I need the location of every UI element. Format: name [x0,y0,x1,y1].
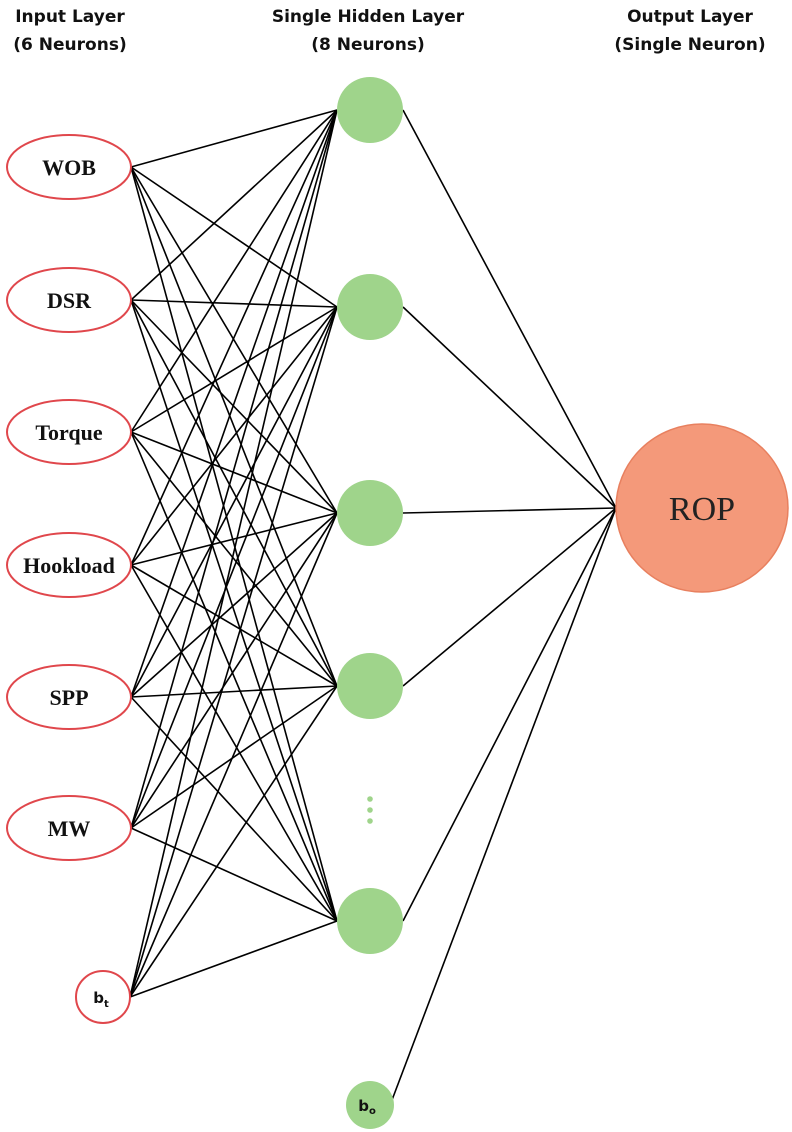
input-hidden-connection [130,306,338,829]
input-hidden-connection [130,299,338,514]
hidden-output-connection [402,507,617,687]
input-neuron-label: Hookload [23,553,115,578]
output-bias-shape [346,1081,394,1129]
input-neuron-spp: SPP [6,664,132,730]
input-hidden-connection [130,299,338,687]
input-hidden-connection [130,306,338,433]
input-hidden-connection [130,431,338,514]
input-hidden-connection [130,109,338,433]
output-layer-title: Output Layer [627,7,753,27]
input-layer-header: Input Layer (6 Neurons) [13,7,126,55]
input-neuron-label: SPP [49,685,88,710]
hidden-ellipsis [367,796,373,824]
input-neuron-shape [6,399,132,465]
hidden-output-connection [391,507,617,1101]
ellipsis-dot [367,807,373,813]
input-hidden-connection [129,512,338,998]
input-hidden-connection [130,166,338,922]
output-layer-count: (Single Neuron) [614,35,765,55]
input-hidden-connection [130,166,338,687]
input-hidden-connection [130,696,338,922]
hidden-neuron [337,888,403,954]
input-neuron-label: DSR [47,288,92,313]
input-neuron-torque: Torque [6,399,132,465]
hidden-output-connection [402,306,617,509]
input-hidden-connection [130,109,338,829]
input-hidden-connection [130,299,338,922]
ellipsis-dot [367,796,373,802]
input-hidden-connection [129,685,338,998]
input-hidden-connection [129,920,338,998]
input-neuron-dsr: DSR [6,267,132,333]
input-neuron-shape [6,664,132,730]
hidden-output-connection [402,109,617,509]
hidden-neuron [337,274,403,340]
input-hidden-connection [130,685,338,698]
input-hidden-connection [130,166,338,514]
input-neuron-mw: MW [6,795,132,861]
hidden-layer-title: Single Hidden Layer [272,7,465,27]
input-bias-shape [75,970,131,1024]
input-neuron-shape [6,134,132,200]
input-hidden-connection [129,109,338,998]
input-neuron-hookload: Hookload [6,532,132,598]
output-neuron-shape [615,423,789,593]
input-neuron-label: Torque [35,420,102,445]
input-hidden-connection [130,306,338,566]
input-neuron-shape [6,532,132,598]
output-bias-neuron: bo [346,1081,394,1129]
input-bias-subscript: t [104,999,109,1010]
output-layer-header: Output Layer (Single Neuron) [614,7,765,55]
input-hidden-connection [130,109,338,168]
input-hidden-connection [130,109,338,698]
input-hidden-connection [130,166,338,308]
input-hidden-connection [130,306,338,698]
hidden-layer-header: Single Hidden Layer (8 Neurons) [272,7,465,55]
input-neuron-label: MW [48,816,91,841]
hidden-neuron [337,653,403,719]
input-bias-neuron: bt [75,970,131,1024]
hidden-neuron [337,480,403,546]
output-neuron-rop: ROP [615,423,789,593]
input-hidden-connection [129,306,338,998]
hidden-neuron [337,77,403,143]
hidden-output-connection [402,507,617,514]
input-neuron-wob: WOB [6,134,132,200]
input-neuron-shape [6,795,132,861]
output-bias-letter: b [358,1097,369,1115]
hidden-output-connection [402,507,617,922]
input-hidden-connection [130,512,338,698]
input-hidden-connection [130,431,338,687]
input-neuron-label: WOB [42,155,96,180]
input-hidden-connection [130,512,338,829]
input-bias-letter: b [93,989,104,1007]
input-bias-label: bt [93,989,109,1010]
input-hidden-connection [130,109,338,566]
input-hidden-connection [130,109,338,301]
output-bias-label: bo [358,1097,376,1117]
output-neuron-label: ROP [669,491,735,528]
input-hidden-connection [130,564,338,687]
input-hidden-connection [130,299,338,308]
input-hidden-connection [130,512,338,566]
input-layer-count: (6 Neurons) [13,35,126,55]
hidden-layer-count: (8 Neurons) [311,35,424,55]
input-layer-title: Input Layer [15,7,125,27]
input-hidden-connection [130,685,338,829]
connections [129,109,617,1101]
ellipsis-dot [367,818,373,824]
output-bias-subscript: o [369,1106,376,1117]
input-hidden-connection [130,431,338,922]
input-hidden-connection [130,564,338,922]
input-neuron-shape [6,267,132,333]
